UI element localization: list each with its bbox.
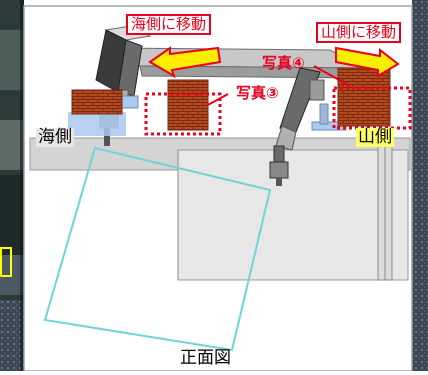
blue-pads [68, 95, 347, 136]
photo-3-label: 写真③ [236, 84, 279, 102]
projection-outline [43, 146, 272, 352]
right-photo-strip [412, 0, 428, 371]
mountain-side-label: 山側 [356, 127, 394, 147]
photo-4-label: 写真④ [262, 54, 305, 72]
front-view-caption: 正面図 [180, 348, 231, 368]
sea-side-label: 海側 [36, 127, 74, 147]
pointer-lines [205, 65, 351, 107]
move-to-sea-label: 海側に移動 [126, 14, 212, 35]
left-photo-strip [0, 0, 24, 371]
target-outlines [144, 86, 412, 136]
brick-stacks [71, 67, 391, 131]
move-arrows [148, 46, 400, 79]
move-to-mountain-label: 山側に移動 [316, 22, 402, 43]
